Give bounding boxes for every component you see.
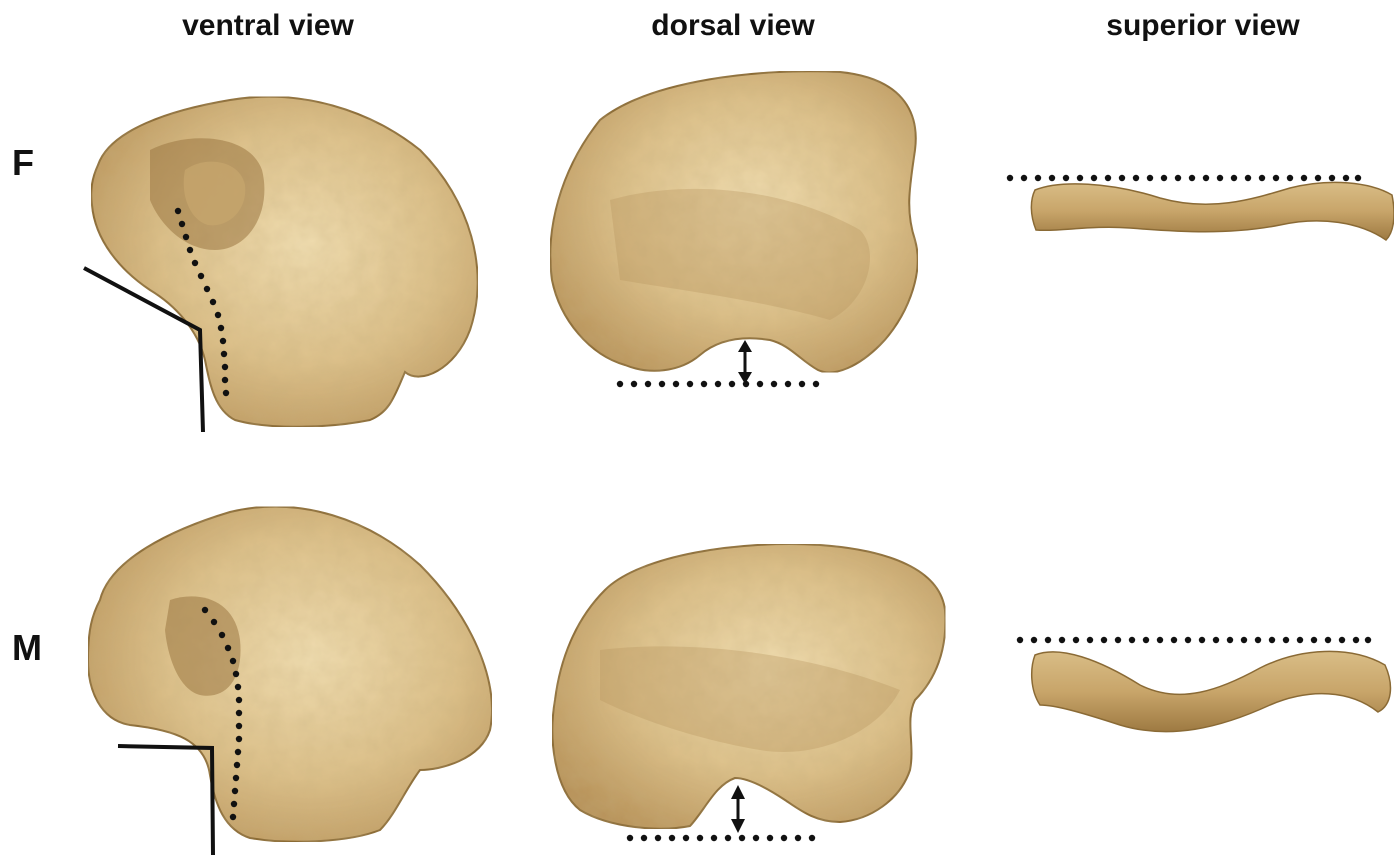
f-superior-reference-line [1007,175,1361,181]
f-dorsal-bone [550,71,917,372]
m-dorsal-arrow [731,785,745,833]
f-ventral-bone [91,97,477,427]
f-dorsal-arrow [738,340,752,384]
m-ventral-angle-line [118,746,213,855]
f-dorsal-baseline [617,381,819,387]
column-title-dorsal: dorsal view [583,6,883,46]
row-label-male: M [12,628,42,668]
column-title-ventral: ventral view [118,6,418,46]
column-title-superior: superior view [1053,6,1353,46]
m-superior-reference-line [1017,637,1371,643]
m-dorsal-bone [552,544,945,829]
f-superior-bone [1031,182,1394,240]
m-superior-bone [1032,651,1391,731]
row-label-female: F [12,143,34,183]
m-ventral-bone [88,507,492,842]
m-dorsal-baseline [627,835,815,841]
